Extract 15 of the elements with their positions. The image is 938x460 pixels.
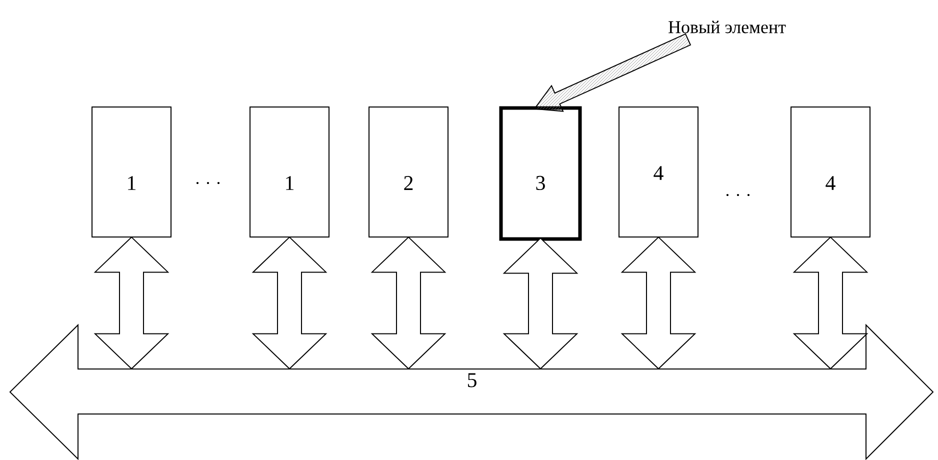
double-block-arrow [94,236,170,370]
callout-text: Новый элемент [668,20,786,34]
ellipsis-dots: . . . [196,182,220,184]
double-block-arrow [502,238,578,370]
double-block-arrow [370,236,446,370]
ellipsis-dots: . . . [726,194,750,196]
block-box: 4 [790,106,870,238]
block-box: 2 [368,106,448,238]
block-box: 1 [250,106,330,238]
double-block-arrow [792,236,868,370]
block-box: 4 [618,106,698,238]
double-block-arrow [252,236,328,370]
double-block-arrow [620,236,696,370]
block-box: 3 [499,106,582,241]
block-box: 1 [92,106,172,238]
